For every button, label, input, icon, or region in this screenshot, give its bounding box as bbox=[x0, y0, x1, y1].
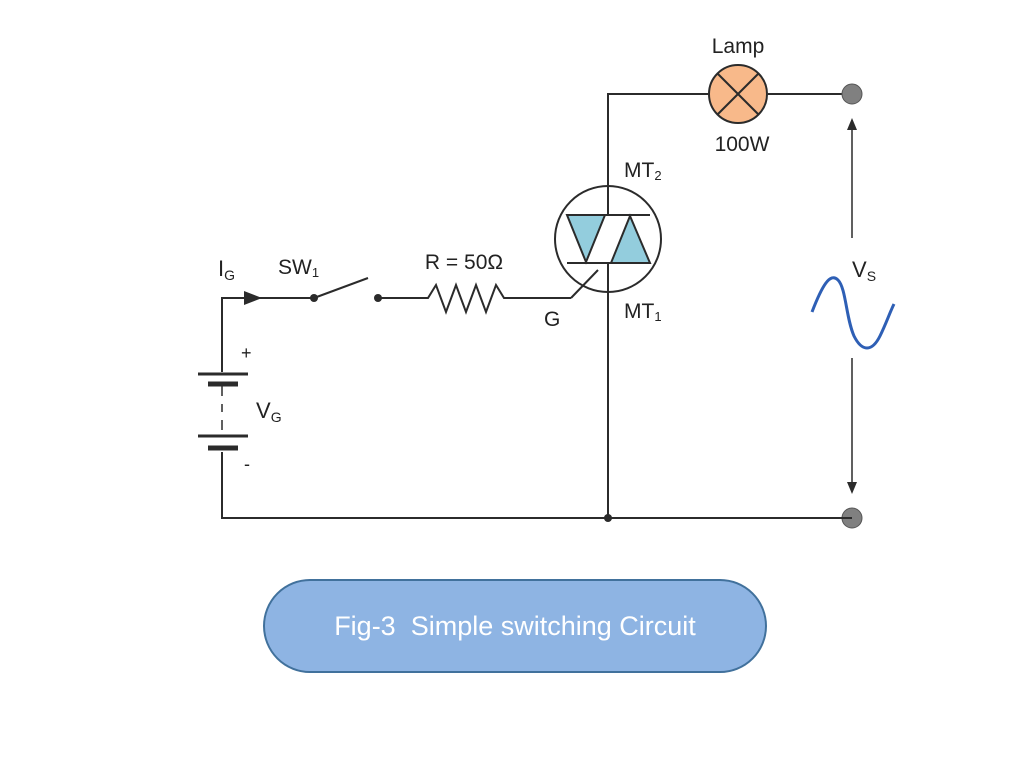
gate-current-label: IG bbox=[218, 256, 235, 283]
lamp-icon bbox=[708, 64, 768, 124]
battery-minus-label: - bbox=[244, 454, 250, 474]
battery-plus-label: + bbox=[241, 343, 252, 363]
current-arrow-icon bbox=[244, 291, 262, 305]
gate-label: G bbox=[544, 308, 560, 331]
mt2-label: MT2 bbox=[624, 159, 662, 183]
lamp-power-label: 100W bbox=[715, 133, 770, 156]
gate-voltage-label: VG bbox=[256, 398, 282, 425]
resistor-icon bbox=[380, 282, 510, 315]
switch-icon bbox=[310, 277, 382, 302]
top-wire-left bbox=[607, 93, 708, 186]
junction-dot bbox=[604, 514, 612, 522]
battery-icon bbox=[198, 372, 248, 451]
bottom-wire bbox=[221, 452, 852, 519]
supply-voltage-arrow bbox=[847, 118, 857, 494]
left-wire bbox=[221, 297, 314, 372]
switch-label: SW1 bbox=[278, 256, 319, 280]
lamp-label: Lamp bbox=[712, 35, 765, 58]
figure-caption-text: Fig-3 Simple switching Circuit bbox=[334, 610, 696, 641]
figure-caption: Fig-3 Simple switching Circuit bbox=[263, 579, 767, 673]
top-terminal bbox=[841, 83, 863, 105]
resistor-label: R = 50Ω bbox=[425, 251, 503, 274]
triac-icon bbox=[554, 185, 662, 299]
supply-voltage-label: VS bbox=[852, 257, 876, 284]
ac-source-icon bbox=[810, 276, 896, 350]
mt1-label: MT1 bbox=[624, 300, 662, 324]
